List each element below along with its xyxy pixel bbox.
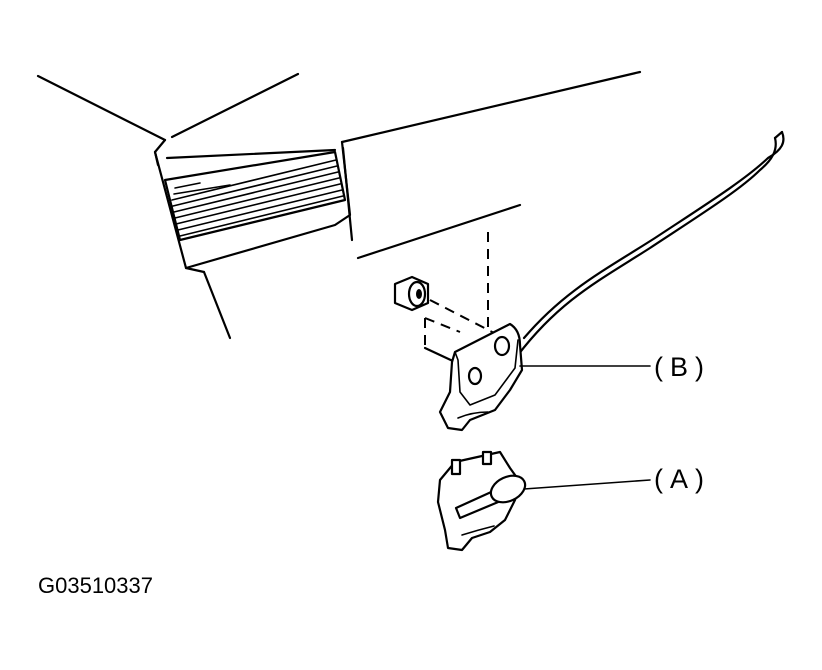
assembly-guide-lines <box>423 232 501 364</box>
hood-lock-striker <box>436 450 527 552</box>
callout-line-a <box>523 479 651 490</box>
hood-outline <box>36 70 642 167</box>
nut-icon <box>393 275 430 312</box>
figure-code: G03510337 <box>38 573 153 598</box>
grille <box>163 150 347 242</box>
label-b: (B) <box>654 352 711 382</box>
hood-front-face <box>153 140 522 340</box>
hood-latch-assembly <box>438 322 524 432</box>
label-a: (A) <box>654 464 711 494</box>
release-cable <box>516 130 785 357</box>
